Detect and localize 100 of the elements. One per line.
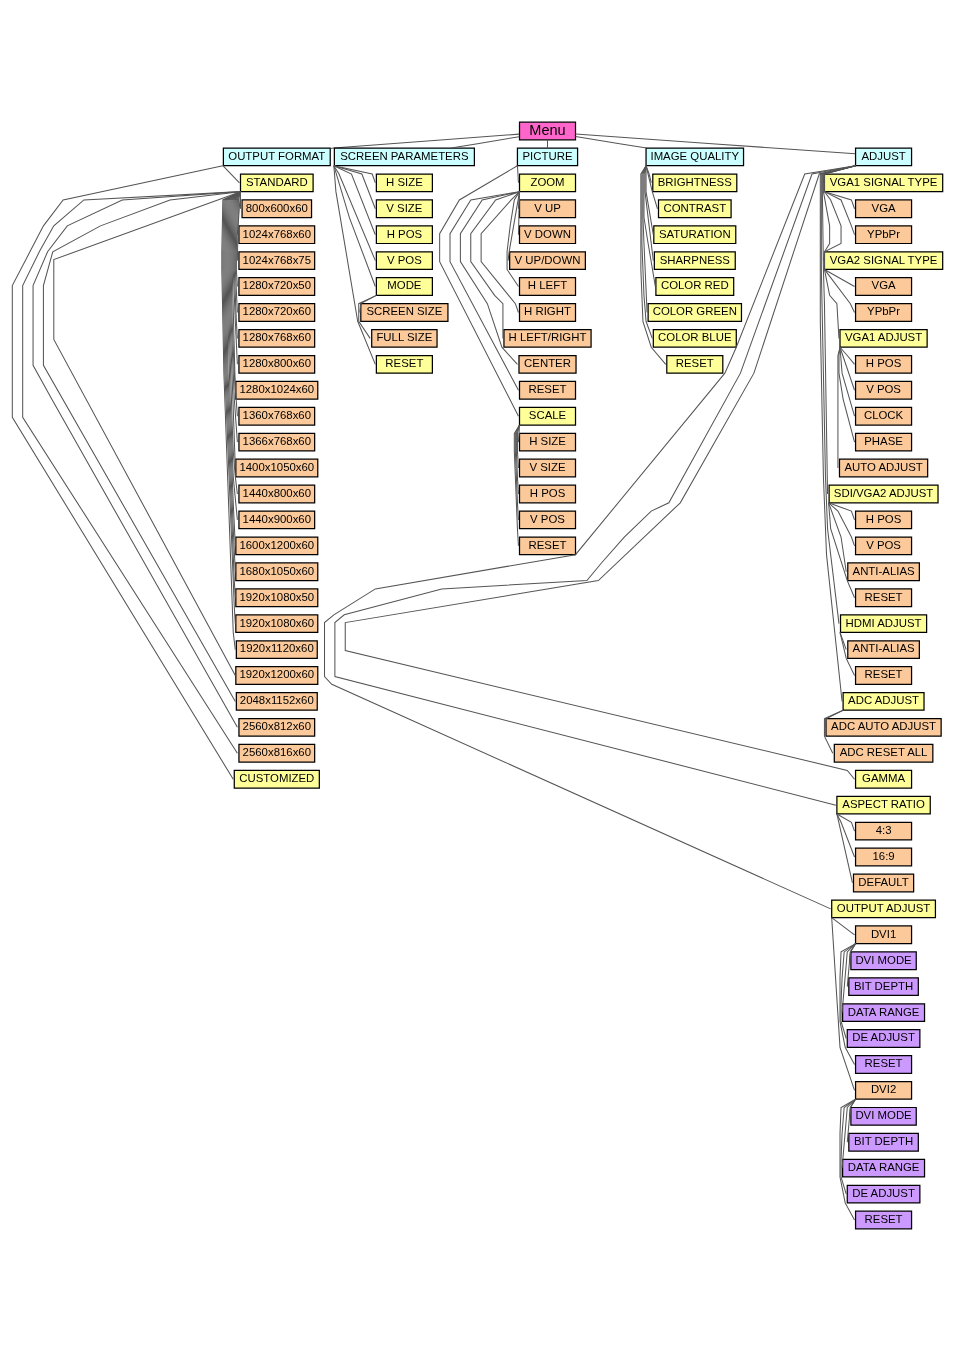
node-box: 1280x720x50 — [238, 276, 316, 296]
connector — [828, 501, 847, 572]
node-box: 4:3 — [854, 821, 913, 840]
connector — [358, 294, 377, 339]
node-box: ADC RESET ALL — [833, 743, 934, 763]
node-box: 2048x1152x60 — [235, 691, 318, 711]
node-box: SATURATION — [653, 224, 737, 244]
node-box: DVI1 — [854, 924, 913, 944]
node-box: SCREEN PARAMETERS — [333, 146, 475, 166]
node-box: RESET — [854, 1054, 913, 1074]
connector — [831, 916, 856, 935]
connector — [846, 1098, 857, 1143]
node-box: V POS — [854, 535, 913, 555]
node-box: H LEFT — [518, 276, 577, 296]
node-box: VGA2 SIGNAL TYPE — [823, 250, 944, 270]
connector — [823, 268, 856, 313]
node-box: 1440x900x60 — [238, 510, 316, 529]
node-box: ADC AUTO ADJUST — [825, 717, 942, 737]
connector — [333, 164, 376, 365]
node-box: 1920x1080x50 — [235, 587, 319, 607]
node-box: 1400x1050x60 — [235, 458, 319, 477]
node-box: 800x600x60 — [241, 198, 313, 218]
connector — [333, 164, 376, 183]
node-box: V POS — [518, 510, 577, 529]
node-box: YPbPr — [854, 224, 913, 244]
node-box: COLOR RED — [655, 276, 735, 296]
node-box: BIT DEPTH — [848, 976, 919, 996]
node-box: RESET — [375, 354, 433, 374]
node-box: ANTI-ALIAS — [847, 561, 920, 581]
node-box: SCALE — [518, 406, 577, 426]
node-box: ADC ADJUST — [842, 691, 925, 711]
node-box: MODE — [375, 276, 433, 296]
node-box: 1366x768x60 — [238, 432, 316, 452]
node-box: 1280x768x60 — [238, 328, 316, 348]
node-box: 1440x800x60 — [238, 484, 316, 503]
node-box: BRIGHTNESS — [652, 172, 738, 192]
connector — [831, 916, 856, 1091]
connector — [836, 812, 853, 883]
node-box: Menu — [518, 121, 577, 140]
node-box: RESET — [518, 380, 577, 400]
node-box: DATA RANGE — [842, 1158, 926, 1178]
node-box: H POS — [518, 484, 577, 503]
node-box: OUTPUT ADJUST — [831, 898, 937, 918]
connector — [333, 164, 376, 287]
node-box: 1280x1024x60 — [235, 380, 319, 400]
connector — [11, 164, 234, 780]
node-box: 1024x768x60 — [238, 224, 316, 244]
node-box: FULL SIZE — [371, 328, 438, 348]
connector — [222, 164, 240, 183]
node-box: V UP — [518, 198, 577, 218]
connector — [515, 424, 521, 494]
node-box: GAMMA — [854, 769, 913, 789]
node-box: 1360x768x60 — [238, 406, 316, 426]
node-box: V DOWN — [518, 224, 577, 244]
node-box: H LEFT/RIGHT — [503, 328, 592, 348]
node-box: DVI2 — [854, 1080, 913, 1100]
connector — [516, 424, 521, 469]
node-box: SCREEN SIZE — [360, 302, 449, 322]
node-box: VGA — [854, 276, 913, 296]
node-box: CENTER — [518, 354, 577, 374]
node-box: DVI MODE — [850, 950, 917, 970]
node-box: H POS — [854, 354, 913, 374]
node-box: 1680x1050x60 — [235, 561, 319, 581]
node-box: CONTRAST — [657, 198, 732, 218]
node-box: HDMI ADJUST — [839, 613, 928, 633]
connector — [823, 268, 856, 287]
node-box: 1600x1200x60 — [235, 535, 319, 555]
node-box: DEFAULT — [852, 873, 915, 892]
node-box: PHASE — [854, 432, 913, 452]
connector — [516, 164, 519, 183]
node-box: AUTO ADJUST — [838, 458, 929, 477]
connector — [836, 812, 856, 858]
connector — [823, 709, 844, 754]
node-box: BIT DEPTH — [848, 1132, 919, 1152]
connector — [839, 346, 856, 391]
node-box: VGA1 ADJUST — [839, 328, 928, 348]
node-box: SDI/VGA2 ADJUST — [828, 484, 939, 503]
connector — [823, 190, 856, 235]
node-box: 1280x800x60 — [238, 354, 316, 374]
node-box: PICTURE — [516, 146, 579, 166]
node-box: ANTI-ALIAS — [847, 639, 920, 659]
connector — [513, 424, 521, 546]
connector — [839, 346, 856, 417]
node-box: DVI MODE — [850, 1106, 917, 1126]
connector — [839, 1098, 857, 1221]
node-box: H SIZE — [518, 432, 577, 452]
connector — [359, 294, 377, 313]
node-box: 1920x1200x60 — [235, 665, 319, 685]
node-box: RESET — [854, 1210, 913, 1229]
node-box: H POS — [375, 224, 433, 244]
node-box: ADJUST — [854, 146, 913, 166]
connector — [841, 1098, 857, 1169]
node-box: ASPECT RATIO — [836, 795, 931, 815]
connector — [575, 132, 856, 154]
node-box: V POS — [854, 380, 913, 400]
node-box: CUSTOMIZED — [233, 769, 320, 789]
node-box: 2560x816x60 — [238, 743, 316, 763]
node-box: 1024x768x75 — [238, 250, 316, 270]
connector — [841, 942, 857, 1013]
connector — [514, 424, 521, 520]
